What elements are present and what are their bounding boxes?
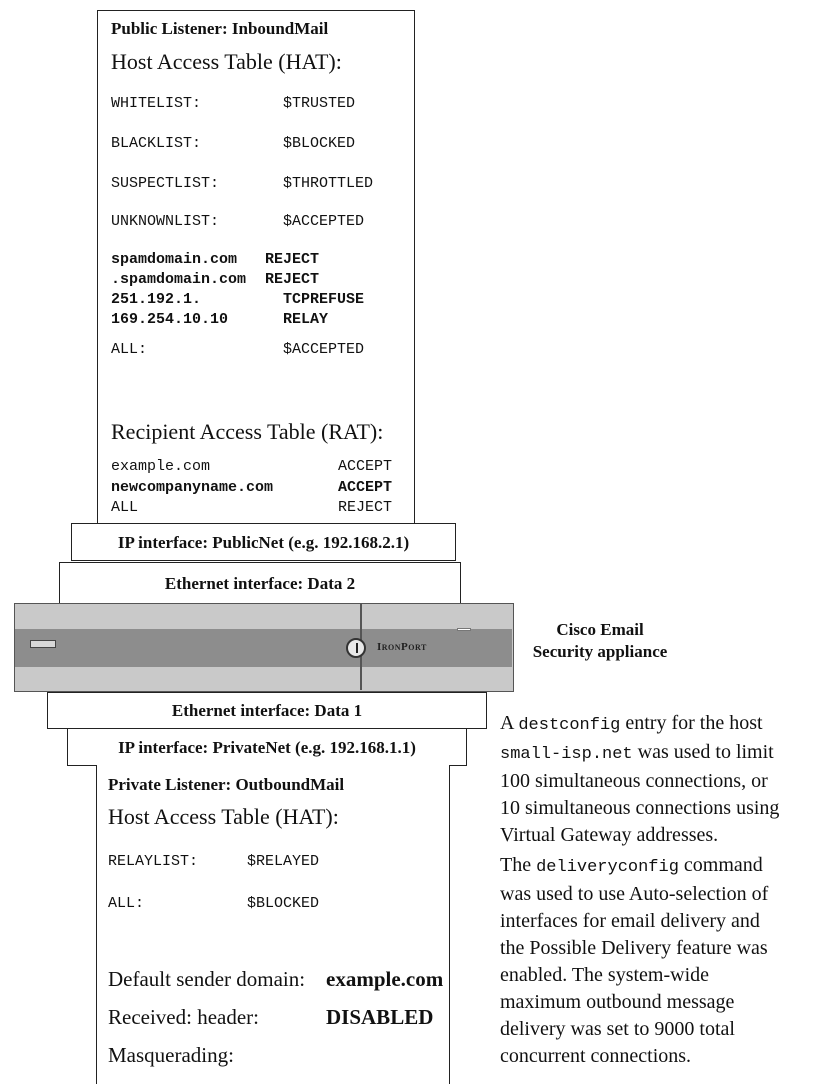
hat-entry-value: REJECT: [265, 271, 320, 288]
hat-row-label: UNKNOWNLIST:: [111, 213, 220, 230]
code-term: destconfig: [518, 716, 621, 735]
email-security-appliance: IronPort: [14, 603, 514, 692]
private-hat-row-label: ALL:: [108, 895, 145, 912]
note-line: maximum outbound message: [500, 991, 735, 1013]
hat-row-label: SUSPECTLIST:: [111, 175, 220, 192]
note-text: A: [500, 712, 519, 734]
setting-label: Default sender domain:: [108, 967, 306, 991]
code-term: small-isp.net: [500, 745, 633, 764]
appliance-label-line1: Cisco Email: [556, 620, 644, 639]
power-button-icon: [346, 638, 366, 658]
note-line: 10 simultaneous connections using: [500, 797, 780, 819]
note-line: concurrent connections.: [500, 1045, 692, 1067]
note-text: entry for the host: [620, 712, 763, 734]
note-line: delivery was set to 9000 total: [500, 1018, 735, 1040]
note-text: command: [678, 854, 763, 876]
ip-private-label: IP interface: PrivateNet (e.g. 192.168.1…: [118, 738, 416, 757]
hat-entry-label: 251.192.1.: [111, 291, 202, 308]
rat-row-value: ACCEPT: [338, 479, 393, 496]
note-line: interfaces for email delivery and: [500, 910, 760, 932]
hat-row-value: $TRUSTED: [283, 95, 356, 112]
hat-entry-label: spamdomain.com: [111, 251, 238, 268]
public-listener-panel: Public Listener: InboundMail Host Access…: [97, 10, 415, 524]
deliveryconfig-note: The deliveryconfig command was used to u…: [500, 852, 836, 1070]
note-text: was used to limit: [632, 741, 774, 763]
public-hat-heading: Host Access Table (HAT):: [111, 49, 342, 74]
hat-entry-label: .spamdomain.com: [111, 271, 247, 288]
hat-row-value: $BLOCKED: [283, 135, 356, 152]
ip-public-label: IP interface: PublicNet (e.g. 192.168.2.…: [117, 533, 410, 552]
hat-entry-value: TCPREFUSE: [283, 291, 365, 308]
note-text: The: [500, 854, 537, 876]
rat-row-label: newcompanyname.com: [111, 479, 274, 496]
appliance-label-line2: Security appliance: [532, 642, 668, 661]
private-hat-row-label: RELAYLIST:: [108, 853, 199, 870]
note-line: 100 simultaneous connections, or: [500, 770, 768, 792]
rat-row-label: example.com: [111, 458, 211, 475]
status-light-icon: [457, 628, 471, 631]
rat-heading: Recipient Access Table (RAT):: [111, 419, 384, 444]
hat-row-value: $ACCEPTED: [283, 213, 365, 230]
public-listener-title: Public Listener: InboundMail: [111, 19, 329, 38]
ethernet-interface-data1: Ethernet interface: Data 1: [47, 692, 487, 729]
note-line: Virtual Gateway addresses.: [500, 824, 719, 846]
setting-value: DISABLED: [326, 1005, 434, 1029]
drive-slot-icon: [30, 640, 56, 648]
hat-all-label: ALL:: [111, 341, 148, 358]
setting-label: Received: header:: [108, 1005, 259, 1029]
eth-data1-label: Ethernet interface: Data 1: [171, 701, 363, 720]
setting-label: Masquerading:: [108, 1043, 234, 1067]
ip-interface-public: IP interface: PublicNet (e.g. 192.168.2.…: [71, 523, 456, 561]
rat-row-value: REJECT: [338, 499, 393, 516]
hat-row-value: $THROTTLED: [283, 175, 374, 192]
hat-row-label: WHITELIST:: [111, 95, 202, 112]
destconfig-note: A destconfig entry for the host small-is…: [500, 710, 836, 849]
rat-row-value: ACCEPT: [338, 458, 393, 475]
private-listener-title: Private Listener: OutboundMail: [108, 775, 345, 794]
appliance-brand: IronPort: [377, 641, 427, 653]
hat-all-value: $ACCEPTED: [283, 341, 365, 358]
ip-interface-private: IP interface: PrivateNet (e.g. 192.168.1…: [67, 728, 467, 766]
private-listener-panel: Private Listener: OutboundMail Host Acce…: [96, 765, 450, 1084]
appliance-front-band: [15, 629, 512, 667]
private-hat-row-value: $RELAYED: [247, 853, 320, 870]
note-line: the Possible Delivery feature was: [500, 937, 768, 959]
eth-data2-label: Ethernet interface: Data 2: [164, 574, 356, 593]
ethernet-interface-data2: Ethernet interface: Data 2: [59, 562, 461, 604]
private-hat-row-value: $BLOCKED: [247, 895, 320, 912]
note-line: was used to use Auto-selection of: [500, 883, 769, 905]
rat-row-label: ALL: [111, 499, 139, 516]
hat-entry-label: 169.254.10.10: [111, 311, 229, 328]
private-hat-heading: Host Access Table (HAT):: [108, 804, 339, 829]
code-term: deliveryconfig: [536, 858, 679, 877]
hat-entry-value: REJECT: [265, 251, 320, 268]
hat-entry-value: RELAY: [283, 311, 329, 328]
setting-value: example.com: [326, 967, 444, 991]
hat-row-label: BLACKLIST:: [111, 135, 202, 152]
note-line: enabled. The system-wide: [500, 964, 710, 986]
